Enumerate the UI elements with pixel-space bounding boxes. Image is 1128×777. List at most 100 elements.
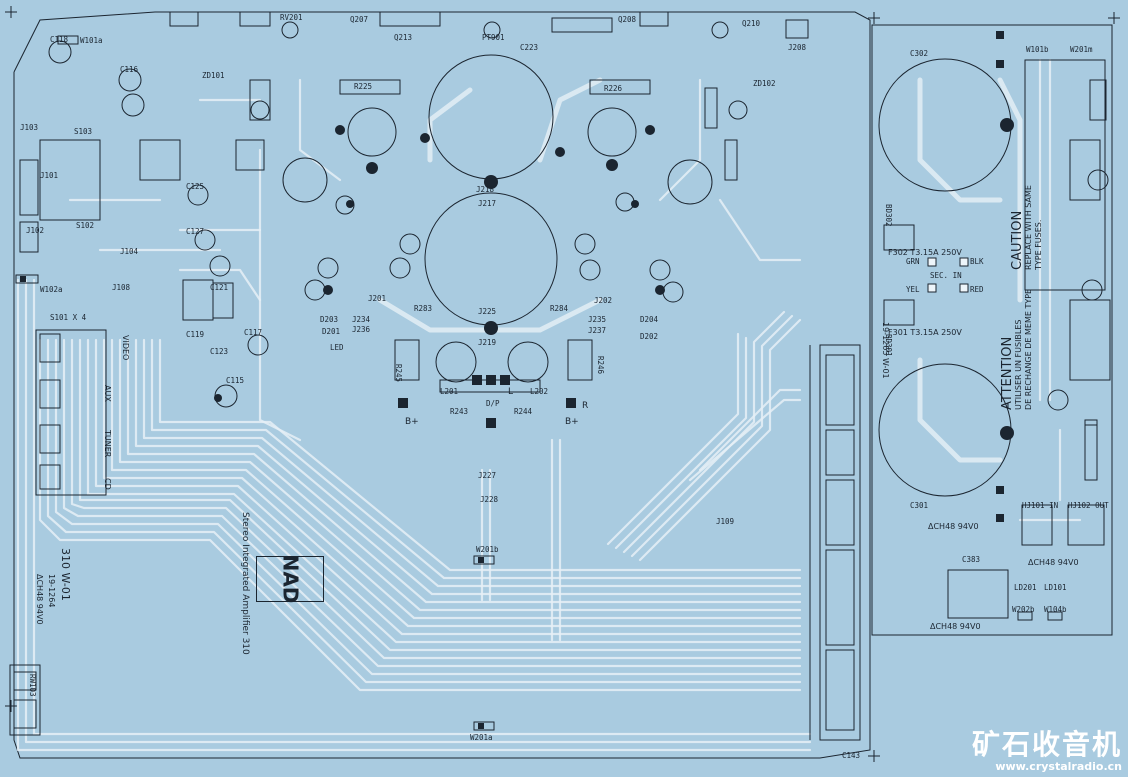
psu-traces <box>917 58 1082 522</box>
label-hj102: HJ102 OUT <box>1068 501 1109 510</box>
fuse-f301: F301 T3.15A 250V <box>888 328 962 337</box>
selector-traces <box>480 310 802 642</box>
label-j217: J217 <box>478 199 496 208</box>
label-j234: J234 <box>352 315 371 324</box>
label-r244: R244 <box>514 407 533 416</box>
label-j225: J225 <box>478 307 496 316</box>
label-j104: J104 <box>120 247 139 256</box>
label-c123: C123 <box>210 347 228 356</box>
label-j218: J218 <box>476 185 495 194</box>
label-cd: CD <box>103 478 112 490</box>
capacitor-c208 <box>587 107 637 157</box>
label-d201: D201 <box>322 327 340 336</box>
capacitor-c223 <box>428 54 554 180</box>
mount-hole <box>484 321 498 335</box>
watermark-chinese: 矿石收音机 <box>971 728 1122 761</box>
input-jacks <box>9 329 107 736</box>
silkscreen-labels: J101 J102 J103 S102 S103 J104 J108 S101 … <box>20 13 1109 760</box>
rev-right-1: ΔCH48 94V0 <box>928 522 979 531</box>
label-c302: C302 <box>910 49 928 58</box>
label-w202b: W202b <box>1012 605 1035 614</box>
capacitor-c205 <box>282 157 328 203</box>
main-board-outline <box>13 11 871 759</box>
label-w201m: W201m <box>1070 45 1093 54</box>
mount-hole <box>420 133 430 143</box>
attention-title: ATTENTION <box>1000 336 1015 410</box>
capacitor-c301 <box>878 363 1012 497</box>
capacitor-c207 <box>347 107 397 157</box>
label-w101b: W101b <box>1026 45 1049 54</box>
label-rw103: RW103 <box>28 674 37 697</box>
label-c117: C117 <box>244 328 262 337</box>
label-w101a: W101a <box>80 36 103 45</box>
label-c115: C115 <box>226 376 244 385</box>
mount-hole <box>335 125 345 135</box>
label-hj101: HJ101 IN <box>1022 501 1058 510</box>
label-s103: S103 <box>74 127 92 136</box>
mount-hole <box>366 162 378 174</box>
watermark-url[interactable]: www.crystalradio.cn <box>995 760 1122 773</box>
label-pt901: PT901 <box>482 33 505 42</box>
registration-marks <box>5 6 1120 762</box>
board-id-left: 310 W-01 <box>59 548 72 601</box>
label-r-channel: R <box>582 401 588 411</box>
label-b-plus-left: B+ <box>405 417 419 427</box>
label-c143: C143 <box>842 751 860 760</box>
label-aux: AUX <box>103 385 112 402</box>
label-zd202: ZD102 <box>753 79 776 88</box>
label-w104b: W104b <box>1044 605 1067 614</box>
label-w102a: W102a <box>40 285 63 294</box>
label-dp: D/P <box>486 399 500 408</box>
caution-line1: REPLACE WITH SAME <box>1024 185 1033 270</box>
label-bd302: BD302 <box>884 204 893 227</box>
capacitor-j217 <box>424 192 558 326</box>
label-rv201: RV201 <box>280 13 303 22</box>
label-zd201: ZD101 <box>202 71 225 80</box>
label-s102: S102 <box>76 221 94 230</box>
label-j235: J235 <box>588 315 606 324</box>
label-l202: L202 <box>530 387 548 396</box>
input-stage-components <box>19 40 269 408</box>
attention-line2: DE RECHANGE DE MEME TYPE <box>1024 288 1033 410</box>
label-r243: R243 <box>450 407 468 416</box>
label-r283: R283 <box>414 304 432 313</box>
label-r284: R284 <box>550 304 569 313</box>
label-j208: J208 <box>788 43 807 52</box>
label-j108: J108 <box>112 283 131 292</box>
label-c121: C121 <box>210 283 228 292</box>
mount-hole <box>1000 118 1014 132</box>
watermark: 矿石收音机 www.crystalradio.cn <box>971 728 1122 774</box>
label-r226: R226 <box>604 84 623 93</box>
label-d202: D202 <box>640 332 658 341</box>
label-w201a: W201a <box>470 733 493 742</box>
label-d203: D203 <box>320 315 338 324</box>
label-r225: R225 <box>354 82 372 91</box>
label-q208: Q208 <box>618 15 637 24</box>
label-bd301: BD301 <box>884 334 893 357</box>
label-l201: L201 <box>440 387 458 396</box>
label-c223: C223 <box>520 43 538 52</box>
label-j237: J237 <box>588 326 606 335</box>
label-video: VIDEO <box>121 335 130 361</box>
fuse-f302: F302 T3.15A 250V <box>888 248 962 257</box>
mount-hole <box>555 147 565 157</box>
label-grn: GRN <box>906 257 920 266</box>
jumpers <box>15 35 495 731</box>
mount-hole <box>606 159 618 171</box>
caution-line2: TYPE FUSES. <box>1034 219 1043 270</box>
psu-components <box>883 31 1111 621</box>
capacitor-c206 <box>667 159 713 205</box>
mount-hole <box>1000 426 1014 440</box>
rev-right-2: ΔCH48 94V0 <box>1028 558 1079 567</box>
label-s101: S101 X 4 <box>50 313 87 322</box>
nad-logo-box: NAD <box>256 555 324 603</box>
label-ld101: LD101 <box>1044 583 1067 592</box>
mount-hole <box>645 125 655 135</box>
label-j227: J227 <box>478 471 496 480</box>
label-w201b: W201b <box>476 545 499 554</box>
label-q207: Q207 <box>350 15 368 24</box>
label-c118: C118 <box>50 35 69 44</box>
label-c301: C301 <box>910 501 928 510</box>
